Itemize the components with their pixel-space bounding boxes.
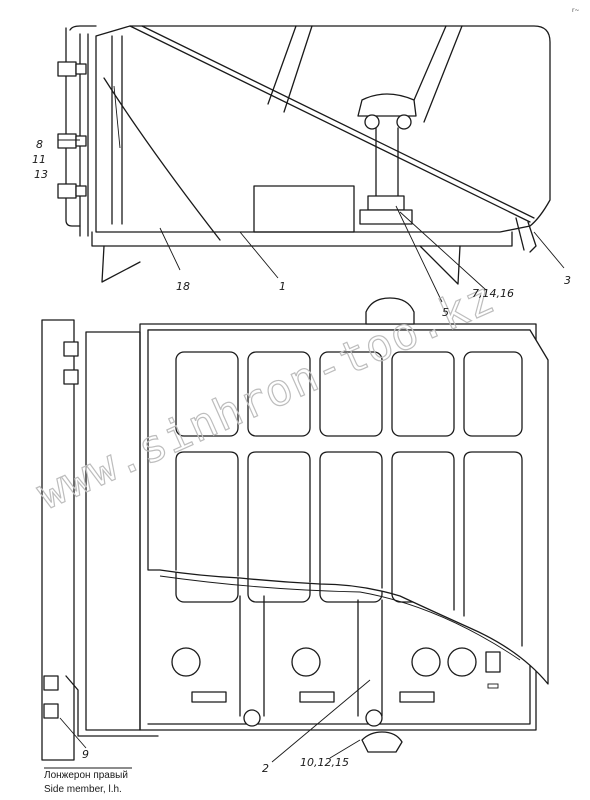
inner-strap: [111, 35, 123, 225]
leader-lines-plan: [44, 679, 371, 769]
bolt-group-plan: [43, 341, 79, 719]
cover-rib-2: [407, 25, 463, 123]
cover-torn-edge-shadow: [159, 575, 521, 661]
hold-down-straps: [239, 595, 383, 727]
right-latch: [515, 217, 537, 253]
corner-mark: r~: [572, 7, 580, 14]
bolt-group-left: [57, 61, 87, 199]
callout-7-14-16: 7,14,16: [472, 287, 514, 300]
side-member-bracket: [65, 25, 97, 227]
callout-5: 5: [442, 306, 449, 319]
side-member-right: [41, 319, 75, 761]
bottom-bracket-plan: [65, 675, 159, 737]
callout-11: 11: [32, 153, 46, 166]
caption-english: Side member, l.h.: [44, 784, 122, 795]
right-terminal: [485, 651, 501, 689]
cover-diagonal-edge: [129, 25, 535, 223]
support-foot-left: [101, 245, 141, 283]
top-clamp-plan: [365, 297, 415, 325]
callout-9: 9: [82, 748, 89, 761]
caption-russian: Лонжерон правый: [44, 770, 128, 781]
callout-18: 18: [176, 280, 190, 293]
callout-2: 2: [262, 762, 269, 775]
cover-curved-edge: [103, 77, 221, 241]
callout-13: 13: [34, 168, 48, 181]
cover-ribs-over: [175, 351, 523, 647]
bottom-clamp-plan: [361, 731, 403, 753]
callout-3: 3: [564, 274, 571, 287]
label-plate: [253, 185, 355, 233]
callout-10-12-15: 10,12,15: [300, 756, 349, 769]
strap-rod: [113, 85, 121, 149]
callout-8: 8: [36, 138, 43, 151]
plan-view: [41, 297, 549, 769]
leader-lines-side: [58, 139, 565, 303]
cover-rib-1: [267, 25, 313, 113]
box-bottom-rail: [91, 231, 513, 247]
callout-1: 1: [279, 280, 286, 293]
mount-bracket: [85, 331, 141, 731]
clamp-assembly: [357, 93, 417, 225]
battery-box-body: [95, 25, 551, 233]
side-view: [57, 25, 565, 303]
battery-cells: [171, 647, 477, 703]
support-foot-right: [419, 245, 461, 285]
